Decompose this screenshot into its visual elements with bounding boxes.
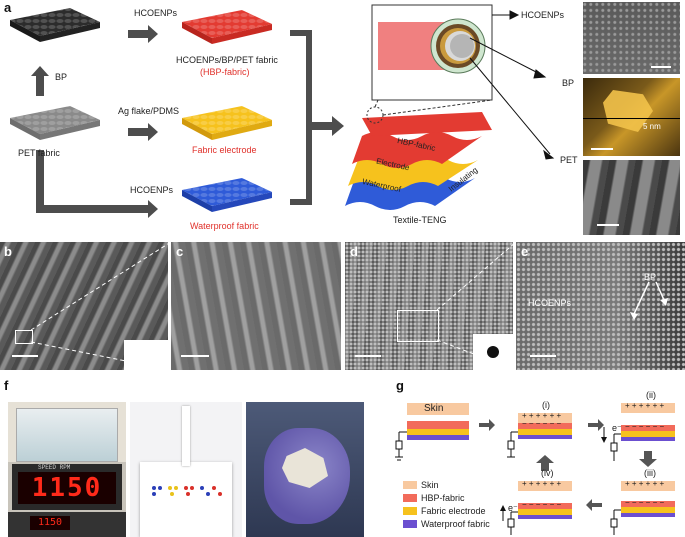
arrow-label-bp: BP (55, 72, 67, 82)
waterproof-caption: Waterproof fabric (190, 221, 259, 231)
charge-minus-iv: − − − − − − (522, 500, 561, 509)
charge-plus-ii: + + + + + + (625, 401, 664, 410)
legend-waterproof: Waterproof fabric (421, 519, 490, 529)
legend-hbp: HBP-fabric (421, 493, 465, 503)
pet-fabric-swatch (10, 106, 100, 140)
step-iv-label: (iv) (541, 468, 554, 478)
rpm-display-small: 1150 (30, 516, 70, 530)
arrow-label-hcoenps-top: HCOENPs (134, 8, 177, 18)
pet-fabric-caption: PET fabric (18, 148, 60, 158)
electron-label-ii: e⁻ (612, 423, 622, 434)
step-iii-label: (iii) (644, 468, 656, 478)
photo-water-stirrer: SPEED RPM 1150 1150 (8, 402, 126, 537)
black-fabric-swatch (10, 8, 100, 42)
arrow-label-ag-flake: Ag flake/PDMS (118, 106, 179, 116)
sem-hcoenps-image (583, 2, 680, 74)
charge-minus-iii: − − − − − − (625, 498, 664, 507)
charge-minus-i: − − − − − − (522, 419, 561, 428)
electrode-fabric-swatch (182, 106, 272, 140)
afm-bp-image: 5 nm (583, 78, 680, 156)
step-i-label: (i) (542, 400, 550, 410)
callout-pet: PET (560, 155, 578, 165)
arrow-label-hcoenps-bottom: HCOENPs (130, 185, 173, 195)
waterproof-fabric-swatch (182, 178, 272, 212)
afm-height-label: 5 nm (643, 122, 661, 131)
rpm-display: 1150 (18, 472, 116, 504)
step-ii-label: (ii) (646, 390, 656, 400)
callout-hcoenps: HCOENPs (521, 10, 564, 20)
zoom-lines-de (345, 242, 685, 372)
hbp-fabric-subcaption: (HBP-fabric) (200, 67, 250, 77)
electron-label-iv: e⁻ (508, 503, 518, 514)
legend-skin: Skin (421, 480, 439, 490)
fiber-cross-section (378, 19, 485, 73)
sem-pet-image (583, 160, 680, 235)
photo-crumpled-fabric (246, 402, 364, 537)
colored-dots (150, 484, 230, 504)
speed-label: SPEED RPM (38, 464, 118, 471)
callout-bp: BP (562, 78, 574, 88)
photo-fabric-sample (130, 402, 242, 537)
panel-f-label: f (4, 378, 8, 393)
skin-label: Skin (424, 403, 443, 414)
hbp-fabric-caption: HCOENPs/BP/PET fabric (176, 55, 278, 65)
charge-minus-ii: − − − − − − (625, 422, 664, 431)
teng-caption: Textile-TENG (393, 215, 447, 225)
charge-plus-iii: + + + + + + (625, 479, 664, 488)
legend-electrode: Fabric electrode (421, 506, 486, 516)
electrode-caption: Fabric electrode (192, 145, 257, 155)
teng-stack (345, 112, 492, 210)
hbp-fabric-swatch (182, 10, 272, 44)
charge-plus-iv: + + + + + + (522, 479, 561, 488)
